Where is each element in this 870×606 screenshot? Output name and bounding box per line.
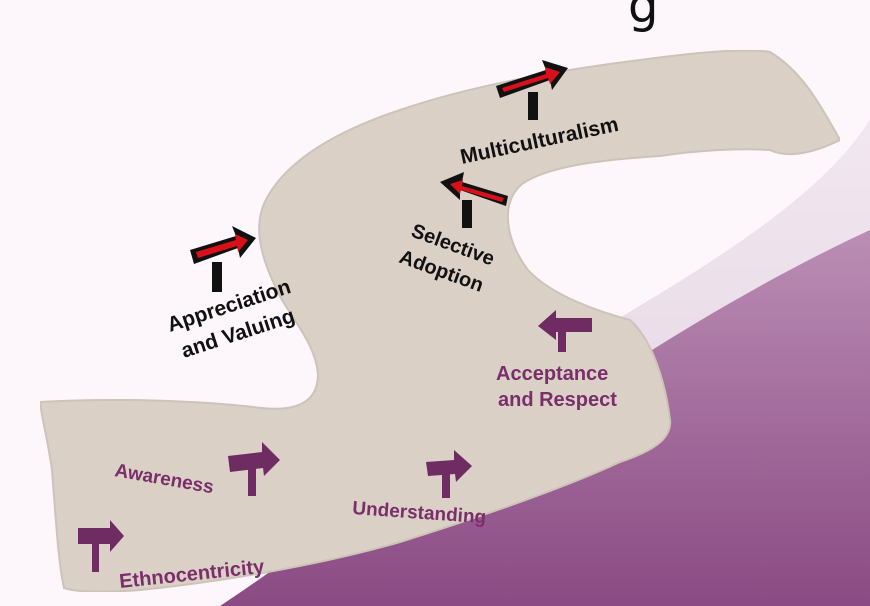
title-fragment: g <box>628 0 658 34</box>
label-acceptance-line2: and Respect <box>498 389 617 411</box>
label-acceptance-line1: Acceptance <box>496 363 608 385</box>
